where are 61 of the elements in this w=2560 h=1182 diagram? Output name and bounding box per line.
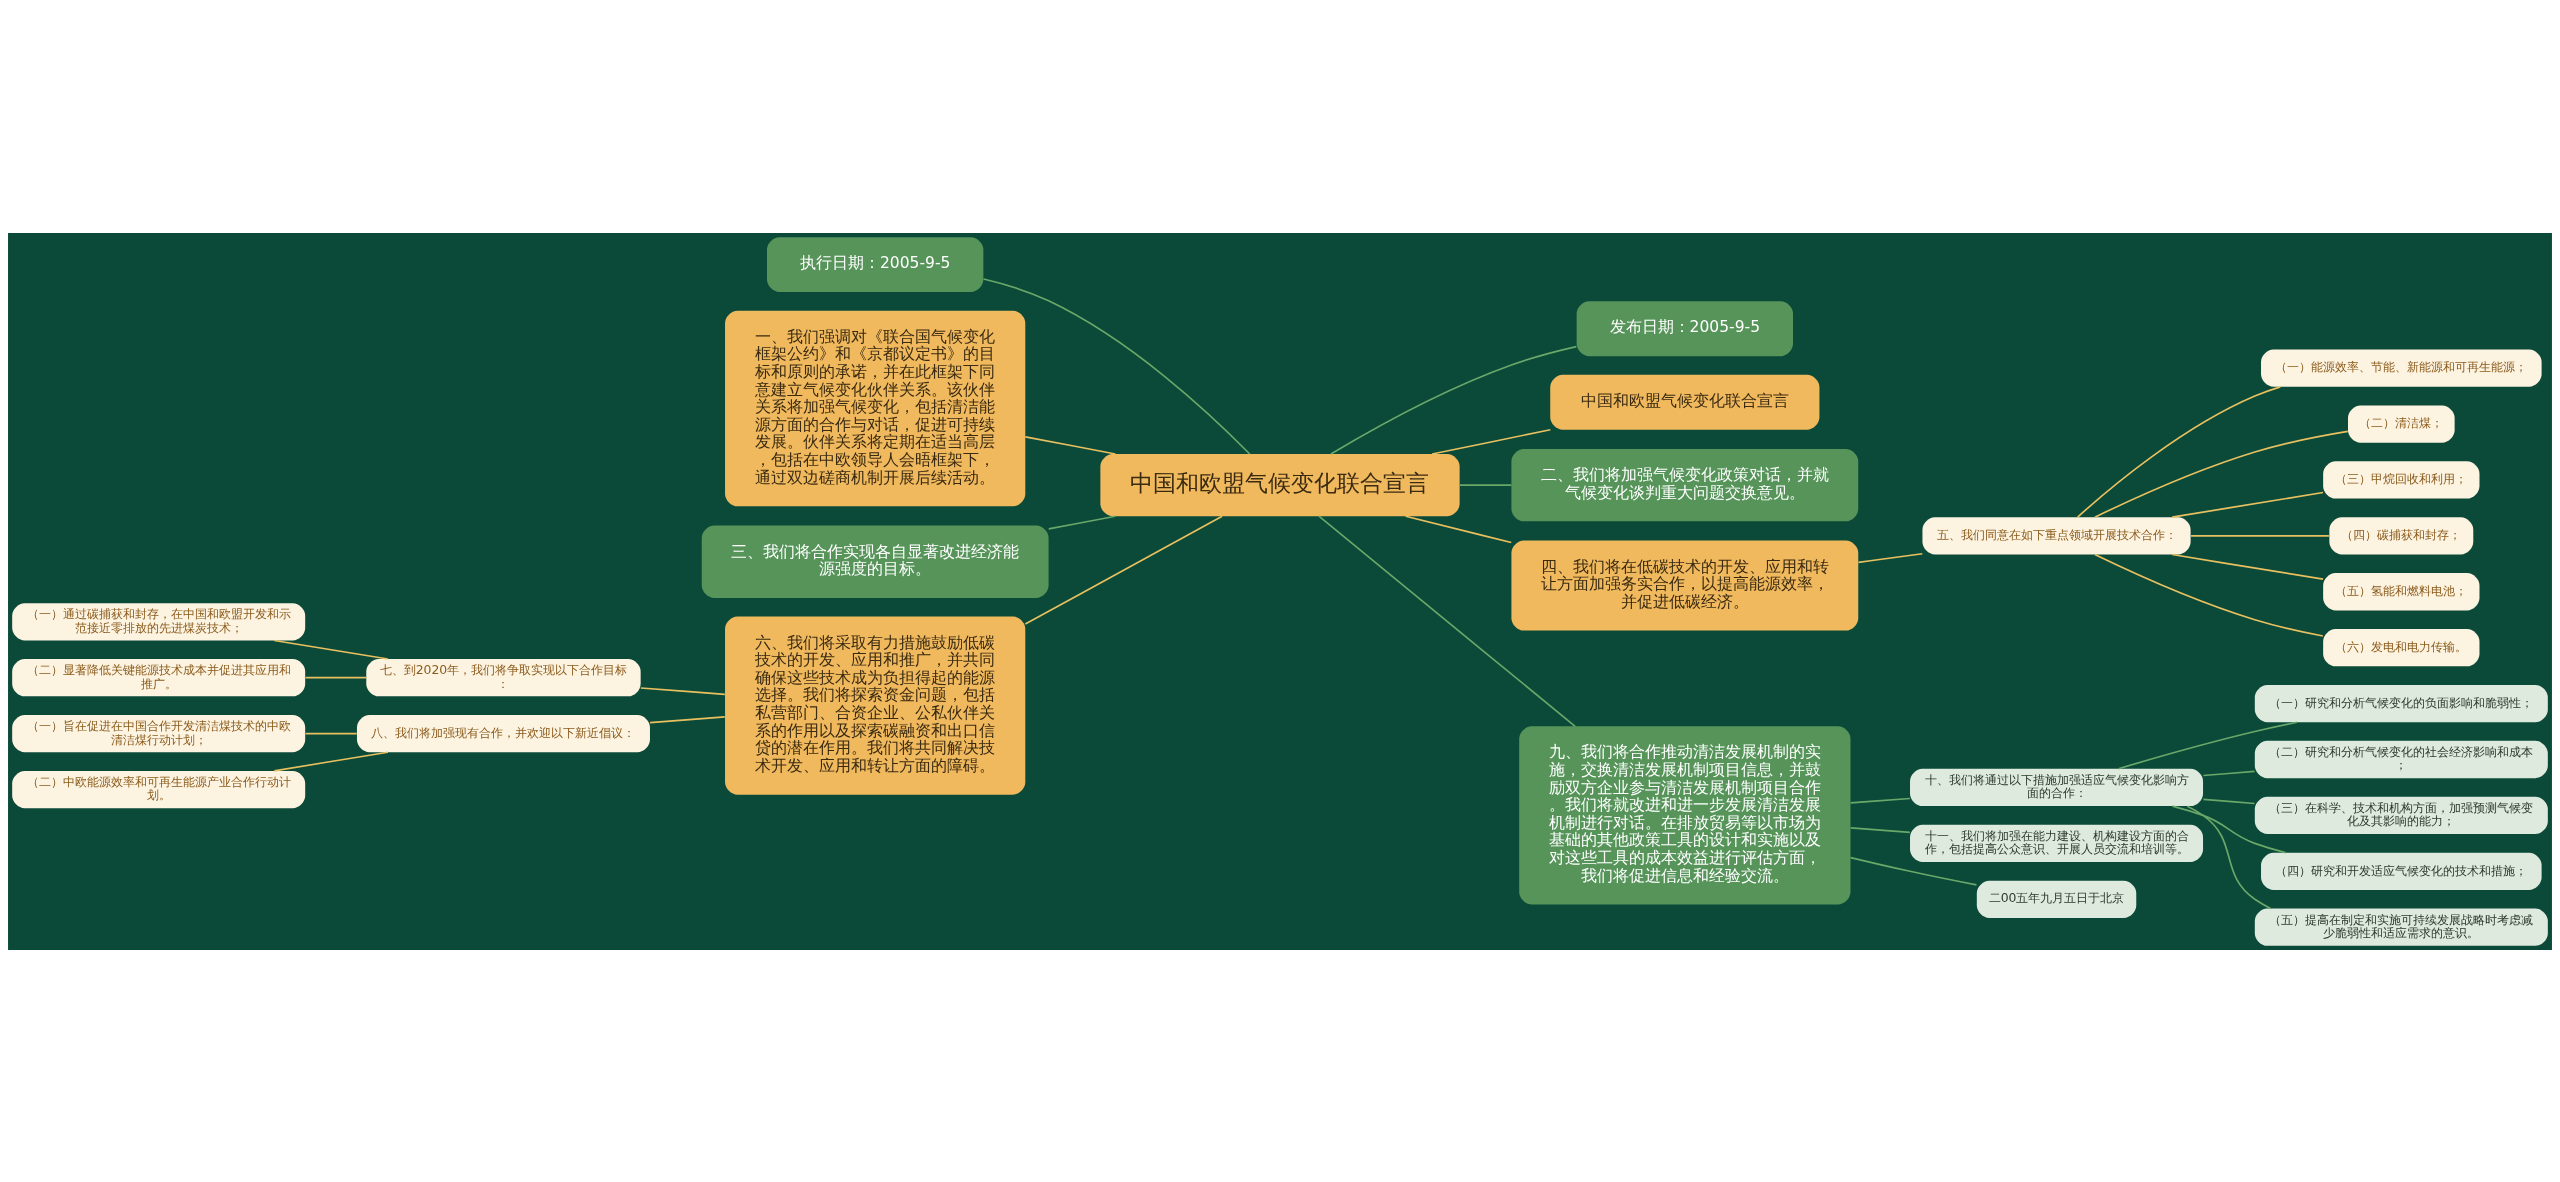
node-box: 六、我们将采取有力措施鼓励低碳技术的开发、应用和推广，并共同确保这些技术成为负担得起的能源选择。我们将探索资金问题，包括私营部门、合资企业、公私伙伴关系的作用以及探索碳融资和出口信贷的潜在作用。我们将共同解决技术开发、应用和转让方面的障碍。 xyxy=(725,616,1026,795)
connector xyxy=(2171,804,2287,853)
connector xyxy=(304,676,368,679)
node-box: （二）研究和分析气候变化的社会经济影响和成本； xyxy=(2254,740,2548,778)
node-box: 四、我们将在低碳技术的开发、应用和转让方面加强务实合作，以提高能源效率，并促进低碳经济。 xyxy=(1511,540,1859,631)
connector xyxy=(2076,385,2282,518)
node-box: 八、我们将加强现有合作，并欢迎以下新近倡议： xyxy=(356,714,650,752)
node-box: （二）显著降低关键能源技术成本并促进其应用和推广。 xyxy=(12,658,306,696)
connector xyxy=(982,277,1251,455)
node-box: （三）甲烷回收和利用； xyxy=(2323,460,2480,499)
connector xyxy=(1024,514,1223,625)
connector xyxy=(1404,514,1513,543)
connector xyxy=(1024,435,1117,455)
connector xyxy=(2117,720,2298,770)
node-box: 七、到2020年，我们将争取实现以下合作目标： xyxy=(366,658,641,696)
node-box: （一）研究和分析气候变化的负面影响和脆弱性； xyxy=(2254,684,2548,722)
node-box: 九、我们将合作推动清洁发展机制的实施，交换清洁发展机制项目信息，并鼓励双方企业参与清洁发展机制项目合作。我们将就改进和进一步发展清洁发展机制进行对话。在排放贸易等以市场为基础的其他政策工具的设计和实施以及对这些工具的成本效益进行评估方面，我们将促进信息和经验交流。 xyxy=(1519,725,1851,904)
node-box: 中国和欧盟气候变化联合宣言 xyxy=(1100,453,1460,516)
node-box: （二）中欧能源效率和可再生能源产业合作行动计划。 xyxy=(12,770,306,808)
node-box: （五）氢能和燃料电池； xyxy=(2323,572,2480,610)
connector xyxy=(1849,826,1911,833)
connector xyxy=(1047,514,1117,530)
node-box: 二00五年九月五日于北京 xyxy=(1976,880,2137,918)
node-box: （四）研究和开发适应气候变化的技术和措施； xyxy=(2261,852,2542,890)
node-box: 十、我们将通过以下措施加强适应气候变化影响方面的合作： xyxy=(1910,768,2204,806)
connector xyxy=(1857,552,1924,563)
connector xyxy=(2094,430,2349,518)
node-box: （二）清洁煤； xyxy=(2348,404,2455,443)
node-box: （一）通过碳捕获和封存，在中国和欧盟开发和示范接近零排放的先进煤炭技术； xyxy=(12,602,306,640)
node-box: （四）碳捕获和封存； xyxy=(2329,516,2474,554)
connector xyxy=(2171,553,2324,580)
connector xyxy=(2202,770,2256,776)
connector xyxy=(1849,797,1911,804)
node-box: 发布日期：2005-9-5 xyxy=(1576,300,1794,356)
connector xyxy=(1318,514,1576,727)
connector xyxy=(2190,534,2330,537)
node-box: 二、我们将加强气候变化政策对话，并就气候变化谈判重大问题交换意见。 xyxy=(1511,448,1859,521)
connector xyxy=(1458,483,1513,486)
node-box: （三）在科学、技术和机构方面，加强预测气候变化及其影响的能力； xyxy=(2254,796,2548,834)
connector xyxy=(640,686,726,695)
node-box: 三、我们将合作实现各自显著改进经济能源强度的目标。 xyxy=(701,525,1049,598)
node-box: （一）能源效率、节能、新能源和可再生能源； xyxy=(2261,349,2542,387)
connector xyxy=(2171,491,2324,518)
node-box: 五、我们同意在如下重点领域开展技术合作： xyxy=(1922,516,2191,554)
node-box: 一、我们强调对《联合国气候变化框架公约》和《京都议定书》的目标和原则的承诺，并在此框架下同意建立气候变化伙伴关系。该伙伴关系将加强气候变化，包括清洁能源方面的合作与对话，促进可持续发展。伙伴关系将定期在适当高层，包括在中欧领导人会晤框架下，通过双边磋商机制开展后续活动。 xyxy=(725,310,1026,506)
node-box: （五）提高在制定和实施可持续发展战略时考虑减少脆弱性和适应需求的意识。 xyxy=(2254,908,2548,946)
node-box: 中国和欧盟气候变化联合宣言 xyxy=(1550,374,1820,430)
node-box: 执行日期：2005-9-5 xyxy=(766,236,984,292)
node-box: （六）发电和电力传输。 xyxy=(2323,628,2480,666)
connector xyxy=(2202,798,2256,804)
connector xyxy=(2094,553,2324,637)
connector xyxy=(273,750,389,772)
connector xyxy=(649,715,726,723)
connector xyxy=(1330,345,1578,455)
connector xyxy=(2186,804,2272,909)
connector xyxy=(304,732,358,734)
node-box: 十一、我们将加强在能力建设、机构建设方面的合作，包括提高公众意识、开展人员交流和培训等。 xyxy=(1910,824,2204,862)
connector xyxy=(1849,856,1978,886)
connector xyxy=(273,639,389,660)
connector xyxy=(1431,428,1552,455)
node-box: （一）旨在促进在中国合作开发清洁煤技术的中欧清洁煤行动计划； xyxy=(12,714,306,752)
